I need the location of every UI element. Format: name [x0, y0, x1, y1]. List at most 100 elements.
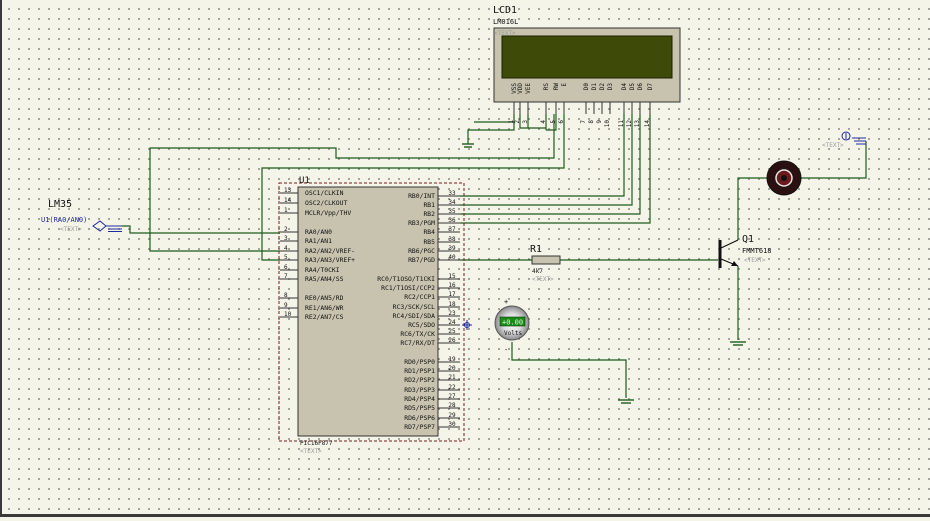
- mcu-pin-label: RB5: [423, 238, 435, 246]
- lcd-pin-label-d0: D0: [583, 83, 590, 91]
- wire-d5-rb1[interactable]: [460, 114, 633, 206]
- mcu-pin-number: 2: [284, 226, 288, 233]
- mcu-pin-label: RB6/PGC: [408, 247, 435, 255]
- mcu-name: U1: [299, 176, 310, 186]
- lcd-pin-number: 12: [626, 120, 633, 128]
- crosshair-probe-icon[interactable]: [462, 320, 472, 330]
- mcu-pin-label: RA2/AN2/VREF-: [305, 247, 355, 255]
- lcd-pin-number: 7: [580, 120, 587, 124]
- mcu-pin-label: RC2/CCP1: [404, 293, 435, 301]
- mcu-pin-label: RA1/AN1: [305, 237, 332, 245]
- mcu-pin-number: 19: [448, 356, 456, 363]
- wire-d7-rb3[interactable]: [460, 114, 651, 224]
- lcd-pin-number: 1: [508, 120, 515, 124]
- lcd-pin-label-e: E: [561, 83, 568, 87]
- lcd-screen: [501, 35, 673, 79]
- lcd-pin-label-rs: RS: [543, 83, 550, 91]
- wire-e-ra3[interactable]: [261, 114, 565, 261]
- power-terminal-symbol[interactable]: [841, 131, 851, 141]
- wire-q1-motor[interactable]: [737, 177, 768, 240]
- q1-emitter-arrow: [731, 261, 738, 266]
- power-terminal[interactable]: <TEXT>: [822, 131, 866, 149]
- wire-net[interactable]: [122, 114, 867, 398]
- ground-symbol-q1[interactable]: [730, 341, 746, 346]
- lcd-pin-label-d2: D2: [599, 83, 606, 91]
- voltmeter-reading: +0.00: [502, 319, 523, 327]
- mcu-pin-label: RB7/PGD: [408, 256, 435, 264]
- lm35-sensor-terminal[interactable]: LM35 U1(RA0/AN0) <TEXT>: [41, 199, 122, 233]
- mcu-pin-label: RD3/PSP3: [404, 386, 435, 394]
- wire-motor-power[interactable]: [800, 141, 867, 179]
- mcu-pin-number: 24: [448, 319, 456, 326]
- mcu-pin-label: RC6/TX/CK: [400, 330, 435, 338]
- mcu-pin-number: 35: [448, 208, 456, 215]
- r1-body[interactable]: [531, 255, 561, 265]
- mcu-pin-label: RE1/AN6/WR: [305, 304, 344, 312]
- wire-d6-rb2[interactable]: [460, 114, 641, 215]
- lcd-text-placeholder: <TEXT>: [494, 30, 516, 37]
- mcu-pin-label: RB3/PGM: [408, 219, 435, 227]
- mcu-pin-number: 15: [448, 273, 456, 280]
- lcd-name: LCD1: [493, 5, 517, 16]
- ground-symbol-lcd[interactable]: [462, 143, 474, 148]
- mcu-part: PIC16F877: [300, 440, 333, 447]
- mcu-pin-number: 9: [284, 302, 288, 309]
- lcd-module[interactable]: LCD1 LM016L <TEXT> VSS1VDD2VEE3RS4RW5E6D…: [493, 5, 681, 128]
- lcd-model: LM016L: [493, 18, 518, 26]
- mcu-pin-number: 36: [448, 217, 456, 224]
- voltmeter-minus: -: [504, 346, 508, 354]
- wire-lm35-ra0[interactable]: [122, 225, 280, 234]
- lcd-pin-number: 4: [540, 120, 547, 124]
- mcu-pin-label: RB0/INT: [408, 192, 435, 200]
- r1-value: 4k7: [532, 268, 543, 275]
- wire-d4-rb0[interactable]: [460, 114, 625, 197]
- lcd-pin-label-vss: VSS: [511, 83, 518, 94]
- wire-voltmeter-ground[interactable]: [511, 342, 627, 398]
- mcu-pin-number: 3: [284, 235, 288, 242]
- mcu-pin-number: 29: [448, 412, 456, 419]
- mcu-pin-number: 38: [448, 236, 456, 243]
- lcd-pin-number: 3: [522, 120, 529, 124]
- mcu-pin-label: RA5/AN4/SS: [305, 275, 344, 283]
- mcu-pin-number: 27: [448, 393, 456, 400]
- lm35-terminal-symbol[interactable]: [92, 220, 122, 232]
- wire-rs-ra2[interactable]: [149, 114, 555, 252]
- resistor-r1[interactable]: R1 4k7 <TEXT>: [530, 244, 561, 283]
- lcd-pin-label-rw: RW: [553, 83, 560, 91]
- mcu-pin-number: 4: [284, 245, 288, 252]
- power-terminal-lines: [852, 137, 866, 145]
- wire-lcd-ground[interactable]: [467, 114, 547, 144]
- mcu-pin-label: RD0/PSP0: [404, 358, 435, 366]
- mcu-pin-label: RC3/SCK/SCL: [393, 303, 435, 311]
- lcd-pin-number: 6: [558, 120, 565, 124]
- mcu-body[interactable]: [297, 186, 439, 437]
- r1-name: R1: [530, 244, 542, 255]
- mcu-pin-label: RC1/T1OSI/CCP2: [381, 284, 435, 292]
- mcu-pin-label: RD6/PSP6: [404, 414, 435, 422]
- mcu-pin-label: RD1/PSP1: [404, 367, 435, 375]
- dc-voltmeter[interactable]: +0.00 Volts + -: [494, 298, 530, 354]
- transistor-q1[interactable]: Q1 FMMT618 <TEXT>: [718, 234, 772, 268]
- mcu-pin-number: 22: [448, 384, 456, 391]
- mcu-selection-outline: [278, 182, 465, 442]
- lcd-pin-label-d4: D4: [621, 83, 628, 91]
- motor-text-placeholder: <TEXT>: [822, 142, 844, 149]
- lcd-pin-label-d3: D3: [607, 83, 614, 91]
- mcu-pin-label: OSC2/CLKOUT: [305, 199, 347, 207]
- dc-motor[interactable]: [766, 160, 802, 196]
- mcu-pin-number: 37: [448, 226, 456, 233]
- ground-symbol-voltmeter[interactable]: [618, 399, 634, 404]
- lcd-pin-label-d6: D6: [637, 83, 644, 91]
- lm35-text-placeholder: <TEXT>: [60, 226, 82, 233]
- mcu-pin-label: RD7/PSP7: [404, 423, 435, 431]
- mcu-pin-label: RE2/AN7/CS: [305, 313, 344, 321]
- q1-part: FMMT618: [742, 247, 772, 255]
- wire-rw-ground[interactable]: [546, 114, 557, 131]
- mcu-pin-label: MCLR/Vpp/THV: [305, 209, 351, 217]
- mcu-pin-number: 16: [448, 282, 456, 289]
- r1-text-placeholder: <TEXT>: [532, 276, 554, 283]
